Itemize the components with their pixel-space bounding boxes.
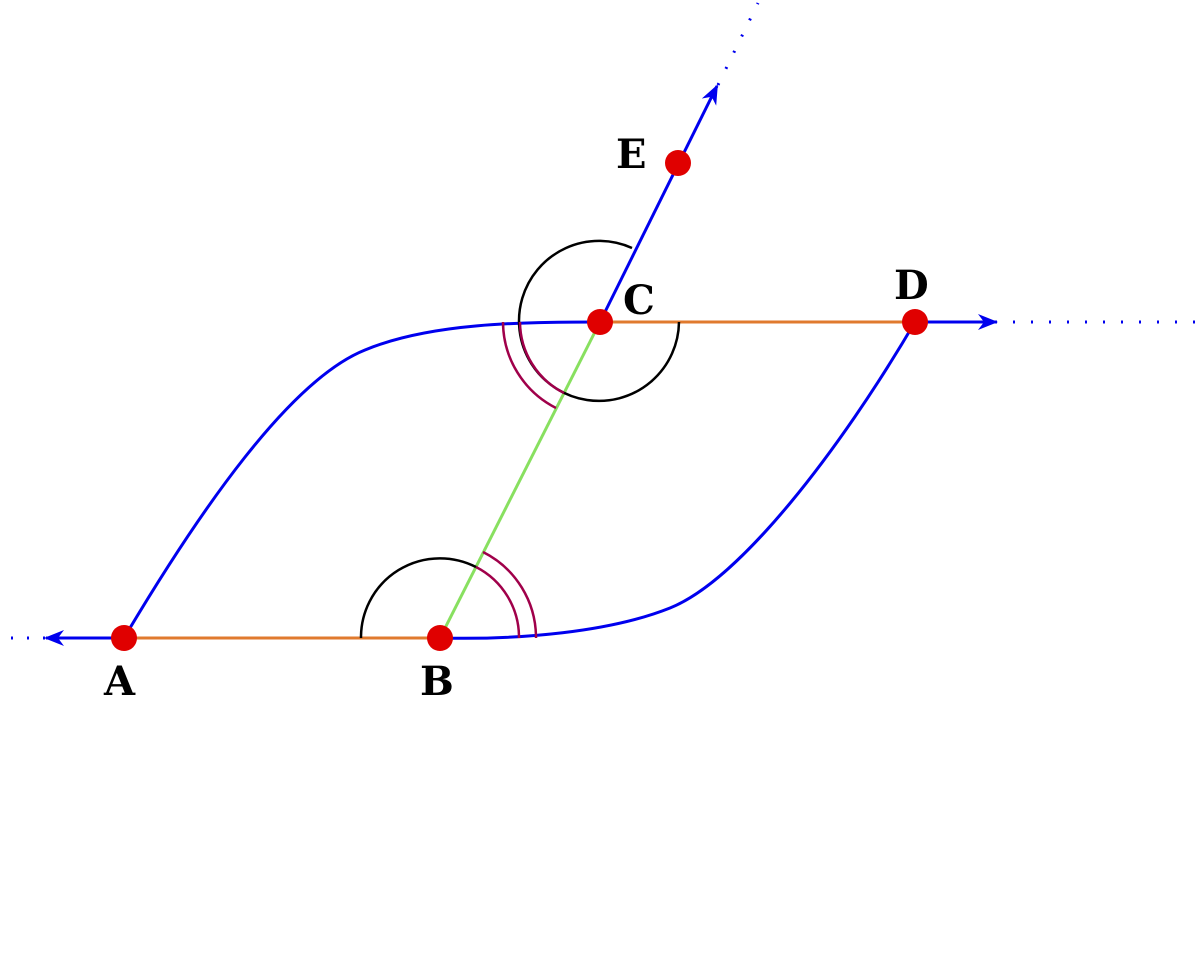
ray-continuation-up (716, 2, 760, 86)
point-a (111, 625, 137, 651)
label-b: B (420, 658, 454, 705)
label-c: C (623, 277, 655, 324)
equal-angle-arc-b-inner (475, 565, 521, 639)
transversal-b-c (438, 321, 602, 639)
point-c (587, 309, 613, 335)
point-d (902, 309, 928, 335)
ray-c-e (598, 84, 719, 323)
angle-arc-abc (359, 557, 477, 639)
label-d: D (894, 262, 929, 309)
label-e: E (616, 131, 647, 178)
point-b (427, 625, 453, 651)
curve-b-d (439, 321, 917, 640)
label-a: A (103, 658, 136, 705)
curve-a-c (122, 320, 601, 639)
equal-angle-arc-c-inner (518, 321, 565, 395)
equal-angle-arc-b-outer (482, 550, 538, 639)
equal-angle-arc-c-outer (501, 321, 557, 410)
point-e (665, 150, 691, 176)
